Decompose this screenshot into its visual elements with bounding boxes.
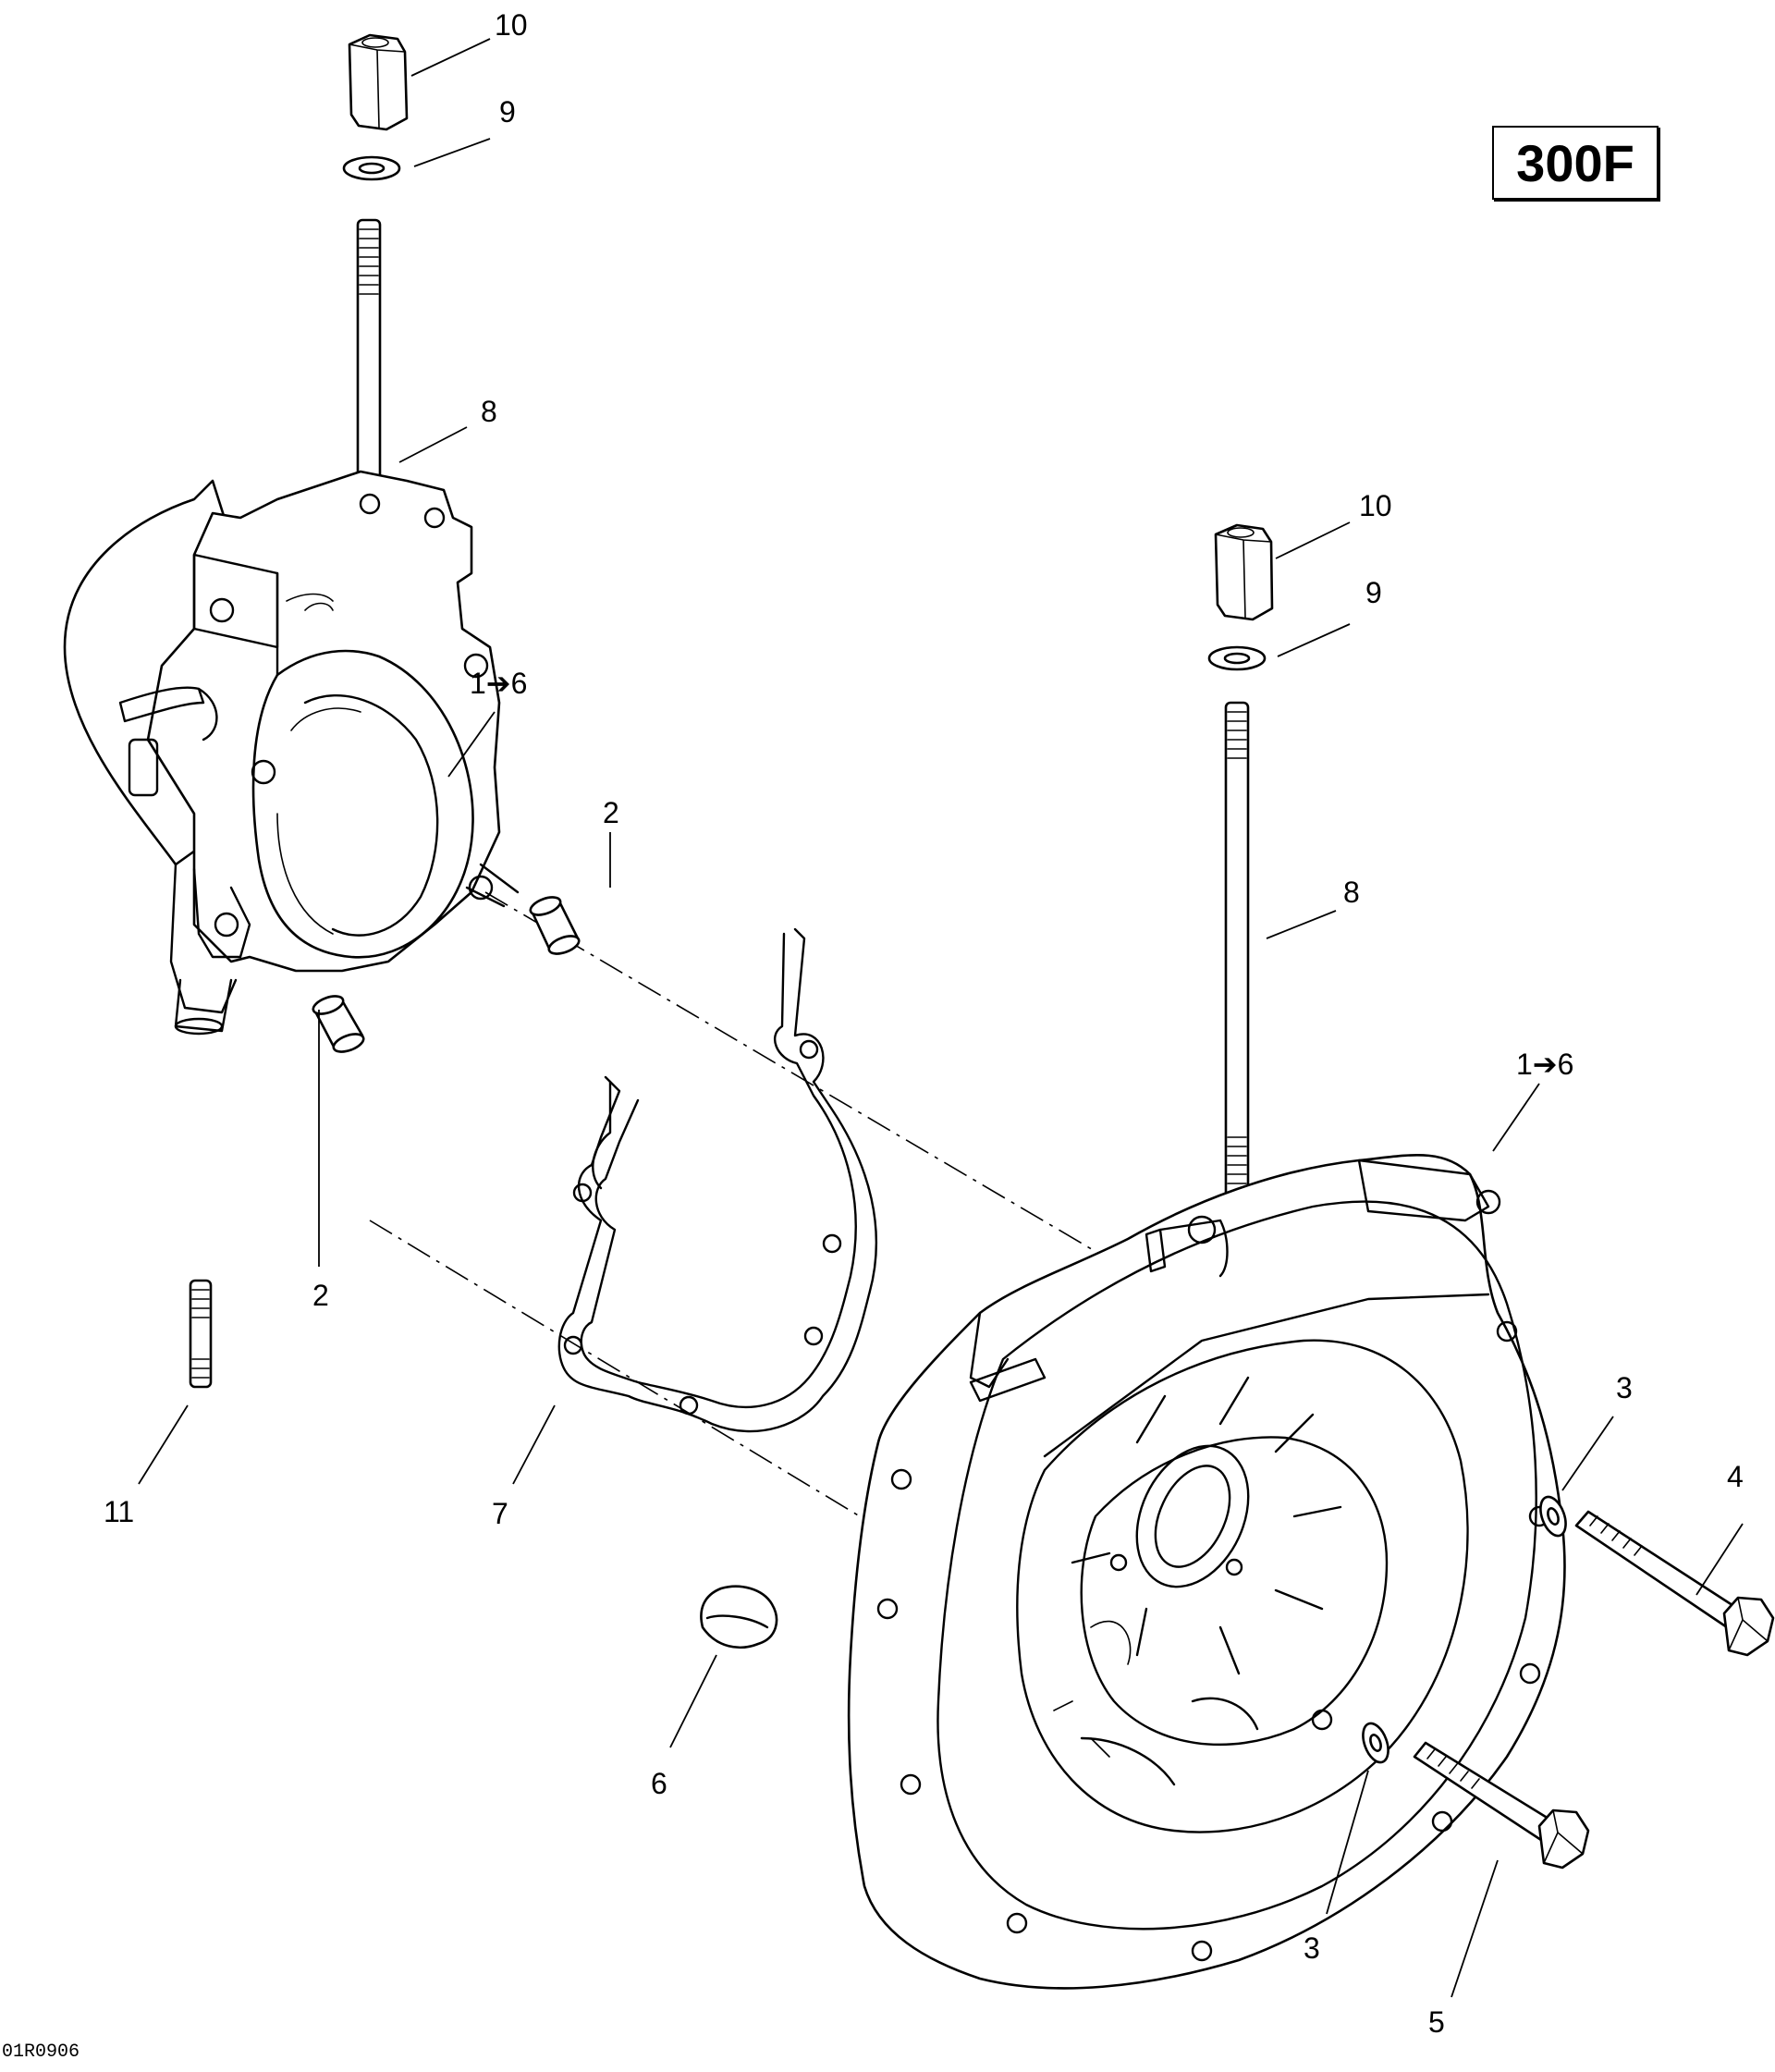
callout-upper-right-stud: 8 — [1343, 876, 1360, 909]
callout-upper-right-washer: 9 — [1365, 576, 1382, 609]
upper-right-nut — [1214, 523, 1274, 621]
callout-upper-left-nut: 10 — [495, 8, 528, 42]
left-housing — [63, 470, 520, 1036]
callout-labels: 10 9 8 1➔6 2 2 11 7 6 10 9 8 1➔6 3 4 3 5 — [104, 8, 1744, 2039]
right-washer-upper — [1539, 1495, 1567, 1538]
right-housing — [847, 1154, 1566, 1990]
model-badge: 300F — [1492, 126, 1659, 200]
upper-right-washer — [1207, 645, 1267, 671]
plug — [700, 1585, 778, 1649]
right-washer-lower — [1362, 1722, 1389, 1764]
left-dowel-upper — [529, 896, 581, 955]
right-bolt-lower — [1413, 1741, 1590, 1870]
callout-left-dowel-lower: 2 — [312, 1279, 329, 1312]
callout-left-dowel-upper: 2 — [603, 796, 619, 829]
callout-upper-right-nut: 10 — [1359, 489, 1392, 522]
upper-right-stud — [1224, 701, 1250, 1218]
left-small-stud — [189, 1279, 213, 1389]
callout-right-bolt-lower: 5 — [1428, 2005, 1445, 2039]
upper-left-washer — [342, 155, 401, 181]
callout-upper-left-washer: 9 — [499, 95, 516, 129]
leader-lines — [138, 38, 1744, 1998]
callout-left-small-stud: 11 — [104, 1495, 134, 1528]
callout-right-bolt-upper: 4 — [1727, 1460, 1744, 1493]
gasket — [557, 927, 878, 1433]
callout-right-housing: 1➔6 — [1516, 1048, 1573, 1081]
drawing-number: 01R0906 — [2, 2041, 80, 2063]
callout-right-washer-lower: 3 — [1304, 1931, 1320, 1965]
left-dowel-lower — [312, 995, 365, 1053]
right-bolt-upper — [1574, 1510, 1775, 1657]
callout-gasket: 7 — [492, 1497, 508, 1530]
callout-upper-left-stud: 8 — [481, 395, 497, 428]
callout-left-housing: 1➔6 — [470, 667, 527, 700]
callout-plug: 6 — [651, 1767, 667, 1800]
upper-left-nut — [348, 33, 409, 131]
callout-right-washer-upper: 3 — [1616, 1371, 1633, 1404]
